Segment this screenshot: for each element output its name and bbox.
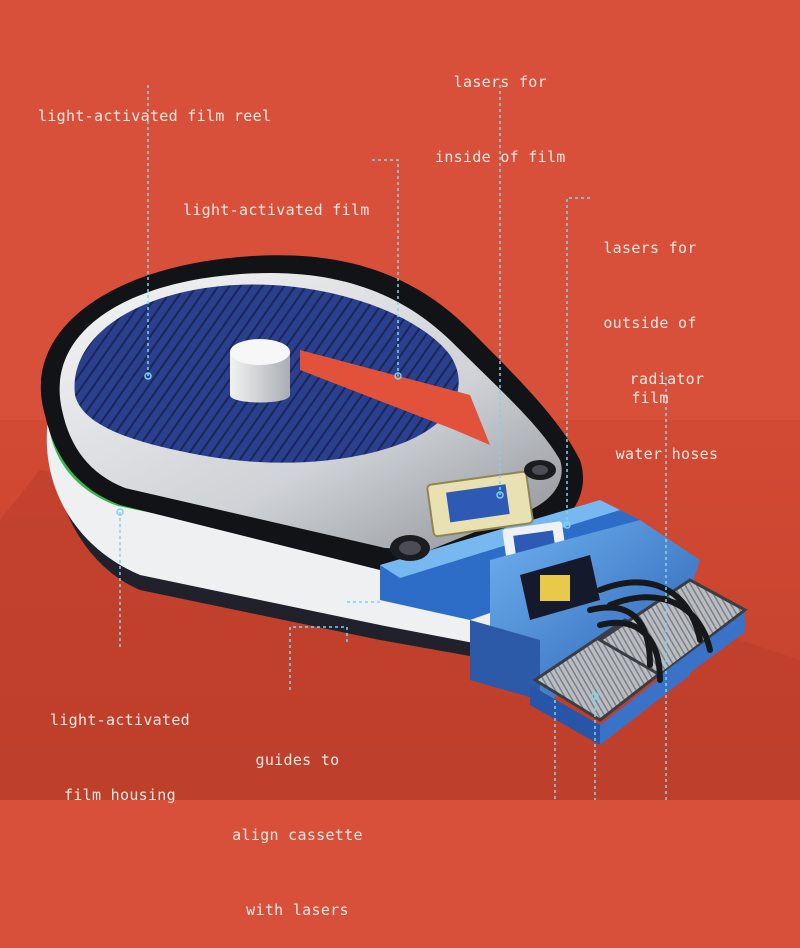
label-film-reel: light-activated film reel	[38, 54, 271, 154]
radiator-water-hoses	[587, 579, 713, 683]
label-line: align cassette	[232, 826, 363, 844]
leader-lasers-outside	[566, 197, 590, 525]
label-film-housing: light-activated film housing	[50, 658, 190, 833]
leader-guides	[289, 626, 348, 690]
label-line: outside of	[603, 314, 697, 332]
label-lasers-outside: lasers for outside of film	[600, 186, 700, 436]
label-guides: guides to align cassette with lasers	[230, 698, 365, 948]
film-strip	[300, 350, 490, 445]
leader-dots	[116, 372, 599, 700]
leader-film	[372, 159, 399, 376]
label-line: light-activated film reel	[38, 107, 272, 125]
label-film: light-activated film	[183, 148, 370, 248]
label-line: with lasers	[246, 901, 349, 919]
label-line: film housing	[64, 786, 176, 804]
label-radiator-hoses: radiator water hoses	[612, 317, 722, 492]
label-line: film	[631, 389, 669, 407]
label-line: water hoses	[615, 445, 719, 463]
label-line: inside of film	[435, 148, 566, 166]
leader-lines	[119, 85, 667, 800]
label-line: light-activated film	[183, 201, 370, 219]
label-line: guides to	[255, 751, 340, 769]
label-line: lasers for	[453, 73, 547, 91]
label-lasers-inside: lasers for inside of film	[435, 20, 566, 195]
cassette-diagram	[0, 85, 800, 800]
reel-hub	[230, 339, 290, 403]
label-line: light-activated	[50, 711, 190, 729]
label-line: lasers for	[603, 239, 697, 257]
label-line: radiator	[629, 370, 705, 388]
